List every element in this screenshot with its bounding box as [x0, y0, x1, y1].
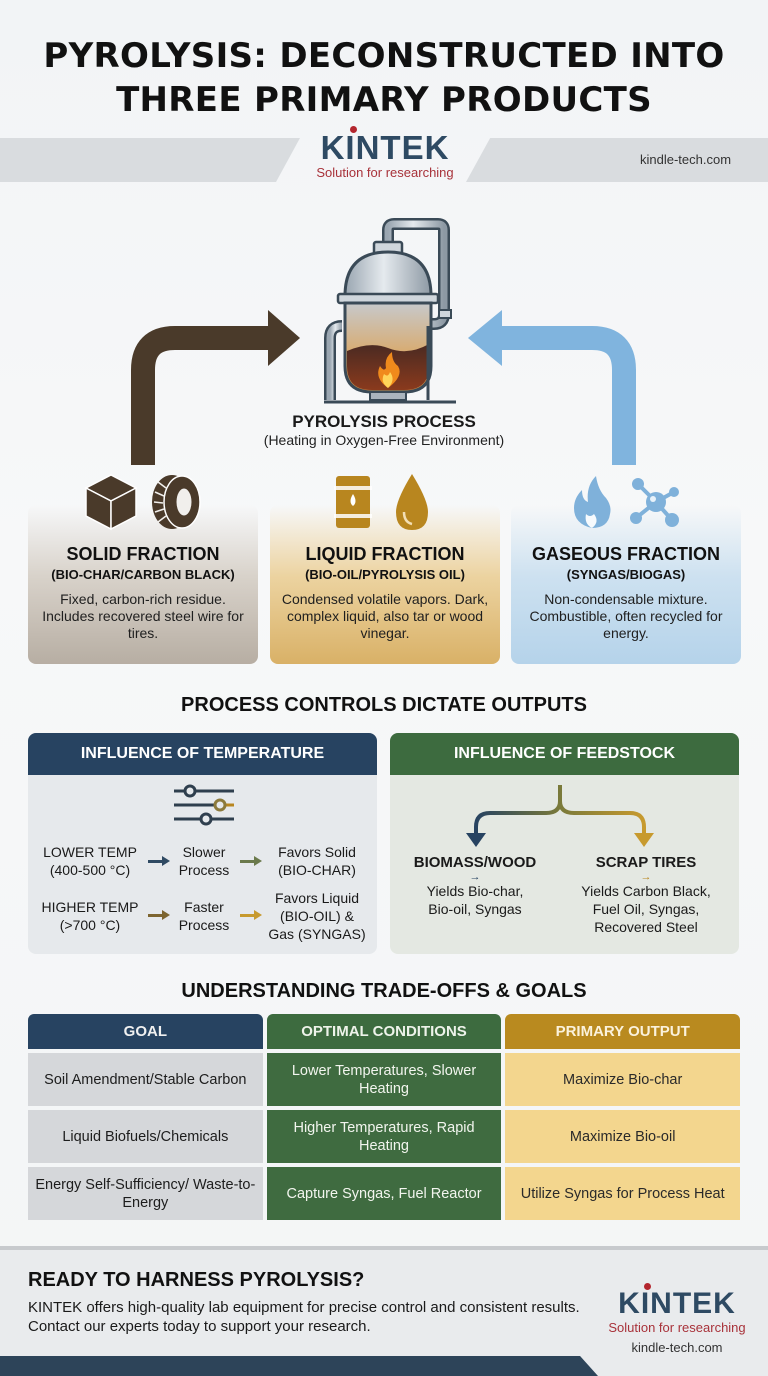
higher-temp-label: HIGHER TEMP (>700 °C) [41, 899, 139, 933]
tradeoffs-title: UNDERSTANDING TRADE-OFFS & GOALS [181, 980, 587, 1002]
card-title: LIQUID FRACTION [305, 544, 465, 564]
feedstock-biomass: BIOMASS/WOOD → Yields Bio-char, Bio-oil,… [400, 854, 550, 918]
logo-dot-icon [349, 126, 357, 133]
card-subtitle: (BIO-OIL/PYROLYSIS OIL) [305, 567, 465, 582]
table-row: Liquid Biofuels/Chemicals Higher Tempera… [28, 1110, 741, 1163]
feedstock-panel-header: INFLUENCE OF FEEDSTOCK [390, 733, 739, 775]
footer-accent-bar [0, 1356, 598, 1376]
table-cell: Soil Amendment/Stable Carbon [28, 1053, 263, 1106]
header-banner-right [466, 138, 768, 182]
card-subtitle: (BIO-CHAR/CARBON BLACK) [51, 567, 235, 582]
flow-arrows [131, 310, 636, 465]
table-cell: Maximize Bio-char [505, 1053, 741, 1106]
feedstock-scrap-tires: SCRAP TIRES → Yields Carbon Black, Fuel … [560, 854, 732, 936]
column-header-output: PRIMARY OUTPUT [505, 1014, 741, 1049]
oil-barrel-icon [334, 476, 372, 528]
table-cell: Lower Temperatures, Slower Heating [266, 1053, 502, 1106]
page-title-line-1: PYROLYSIS: DECONSTRUCTED INTO [43, 36, 725, 76]
liquid-fraction-card: LIQUID FRACTION (BIO-OIL/PYROLYSIS OIL) … [270, 505, 500, 664]
feedstock-name: BIOMASS/WOOD [413, 854, 537, 871]
logo-tagline: Solution for researching [316, 165, 454, 180]
temperature-influence-panel: INFLUENCE OF TEMPERATURE LOWER TEMP (400… [28, 733, 377, 954]
temperature-panel-header: INFLUENCE OF TEMPERATURE [28, 733, 377, 775]
table-cell: Higher Temperatures, Rapid Heating [266, 1110, 502, 1163]
favors-liquid-gas-label: Favors Liquid (BIO-OIL) & Gas (SYNGAS) [268, 890, 366, 942]
reactor-vessel-icon [324, 218, 456, 404]
card-description: Fixed, carbon-rich residue. Includes rec… [42, 591, 244, 641]
favors-solid-label: Favors Solid (BIO-CHAR) [278, 844, 356, 878]
arrow-right-icon: → [469, 871, 481, 883]
droplet-icon [396, 474, 428, 530]
column-header-conditions: OPTIMAL CONDITIONS [266, 1014, 502, 1049]
card-title: GASEOUS FRACTION [531, 544, 720, 564]
table-row: Soil Amendment/Stable Carbon Lower Tempe… [28, 1053, 741, 1106]
website-link-header[interactable]: kindle-tech.com [640, 152, 732, 167]
arrow-right-icon [240, 856, 262, 866]
footer-text: KINTEK offers high-quality lab equipment… [28, 1299, 580, 1335]
column-header-goal: GOAL [28, 1014, 263, 1049]
logo-wordmark: KINTEK [320, 129, 450, 166]
footer-title: READY TO HARNESS PYROLYSIS? [28, 1269, 365, 1291]
table-cell: Energy Self-Sufficiency/ Waste-to-Energy [28, 1167, 263, 1220]
solid-fraction-card: SOLID FRACTION (BIO-CHAR/CARBON BLACK) F… [28, 505, 258, 664]
table-cell: Maximize Bio-oil [505, 1110, 741, 1163]
faster-process-label: Faster Process [178, 899, 230, 933]
table-header-row: GOAL OPTIMAL CONDITIONS PRIMARY OUTPUT [28, 1014, 741, 1049]
process-title: PYROLYSIS PROCESS [292, 412, 476, 431]
logo-wordmark: KINTEK [618, 1287, 736, 1320]
tire-icon [152, 475, 201, 529]
kintek-logo-footer[interactable]: KINTEK Solution for researching [604, 1283, 750, 1335]
process-subtitle: (Heating in Oxygen-Free Environment) [263, 432, 505, 448]
page-title: PYROLYSIS: DECONSTRUCTED INTO THREE PRIM… [0, 34, 768, 122]
logo-tagline: Solution for researching [608, 1320, 746, 1335]
cube-icon [84, 474, 138, 531]
sliders-icon [174, 784, 234, 826]
card-description: Condensed volatile vapors. Dark, complex… [281, 591, 489, 641]
flame-icon [574, 476, 611, 528]
process-controls-title: PROCESS CONTROLS DICTATE OUTPUTS [181, 694, 587, 716]
header-banner-left [0, 138, 300, 182]
tradeoffs-table: GOAL OPTIMAL CONDITIONS PRIMARY OUTPUT S… [28, 1014, 741, 1224]
lower-temp-label: LOWER TEMP (400-500 °C) [43, 844, 137, 878]
card-description: Non-condensable mixture. Combustible, of… [529, 591, 723, 641]
branch-arrows-icon [466, 785, 654, 847]
page-title-line-2: THREE PRIMARY PRODUCTS [116, 80, 652, 120]
arrow-right-icon: → [640, 871, 652, 883]
solid-flow-arrow-icon [131, 310, 300, 465]
card-title: SOLID FRACTION [66, 544, 220, 564]
table-cell: Utilize Syngas for Process Heat [505, 1167, 741, 1220]
kintek-logo-header[interactable]: KINTEK Solution for researching [312, 126, 458, 180]
arrow-right-icon [148, 910, 170, 920]
table-cell: Capture Syngas, Fuel Reactor [266, 1167, 502, 1220]
molecule-icon [630, 478, 679, 527]
card-subtitle: (SYNGAS/BIOGAS) [566, 567, 686, 582]
website-link-footer[interactable]: kindle-tech.com [631, 1340, 723, 1355]
gas-flow-arrow-icon [468, 310, 636, 465]
gaseous-fraction-card: GASEOUS FRACTION (SYNGAS/BIOGAS) Non-con… [511, 505, 741, 664]
footer [0, 1246, 768, 1376]
feedstock-name: SCRAP TIRES [595, 854, 697, 871]
logo-dot-icon [644, 1283, 652, 1290]
arrow-right-icon [148, 856, 170, 866]
feedstock-influence-panel: INFLUENCE OF FEEDSTOCK BIOMASS/WOOD → Yi… [390, 733, 739, 954]
table-row: Energy Self-Sufficiency/ Waste-to-Energy… [28, 1167, 741, 1220]
slower-process-label: Slower Process [178, 844, 230, 878]
table-cell: Liquid Biofuels/Chemicals [28, 1110, 263, 1163]
arrow-right-icon [240, 910, 262, 920]
